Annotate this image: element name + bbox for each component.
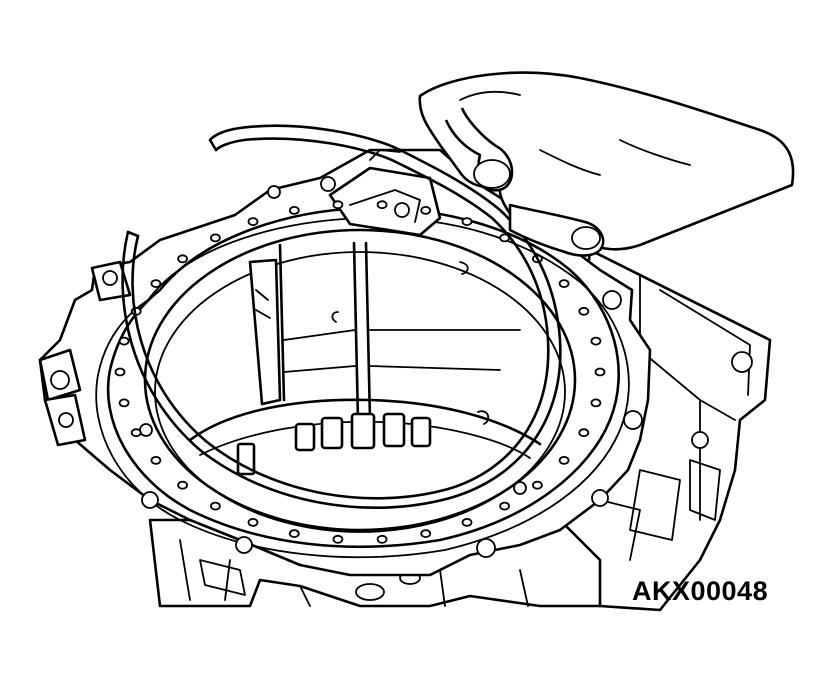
- snap-ring: [121, 124, 562, 510]
- figure-code-label: AKX00048: [632, 576, 769, 606]
- bore-hole: [420, 529, 432, 538]
- bore-hole: [376, 200, 388, 210]
- bore-hole: [130, 428, 142, 438]
- bore-hole-ring: [114, 200, 606, 544]
- bore-hole: [247, 518, 259, 527]
- bore-hole: [590, 336, 602, 346]
- bore-hole: [532, 480, 543, 490]
- bore-hole: [209, 233, 221, 243]
- bore-hole: [209, 501, 221, 511]
- bore-hole: [288, 529, 300, 538]
- bore-hole: [114, 367, 126, 377]
- bore-hole: [177, 480, 189, 490]
- bore-hole: [558, 279, 570, 289]
- bore-hole: [118, 398, 130, 408]
- bore-hole: [332, 534, 344, 544]
- bore-hole: [177, 254, 189, 264]
- bore-hole: [461, 217, 473, 227]
- bore-hole: [376, 534, 388, 544]
- inner-bore: [143, 228, 577, 533]
- bore-hole: [590, 398, 602, 408]
- bore-hole: [461, 518, 473, 527]
- bore-hole: [150, 455, 162, 465]
- bore-hole: [594, 367, 606, 377]
- bore-hole: [578, 306, 590, 316]
- bore-hole: [420, 205, 432, 215]
- bore-hole: [288, 205, 300, 215]
- bore-hole: [499, 501, 511, 511]
- bore-hole: [150, 279, 162, 289]
- bore-hole: [118, 336, 130, 346]
- bore-hole: [332, 200, 344, 210]
- bore-hole: [247, 217, 259, 227]
- bore-hole: [578, 428, 590, 438]
- hand: [418, 71, 795, 257]
- bore-hole: [558, 455, 570, 465]
